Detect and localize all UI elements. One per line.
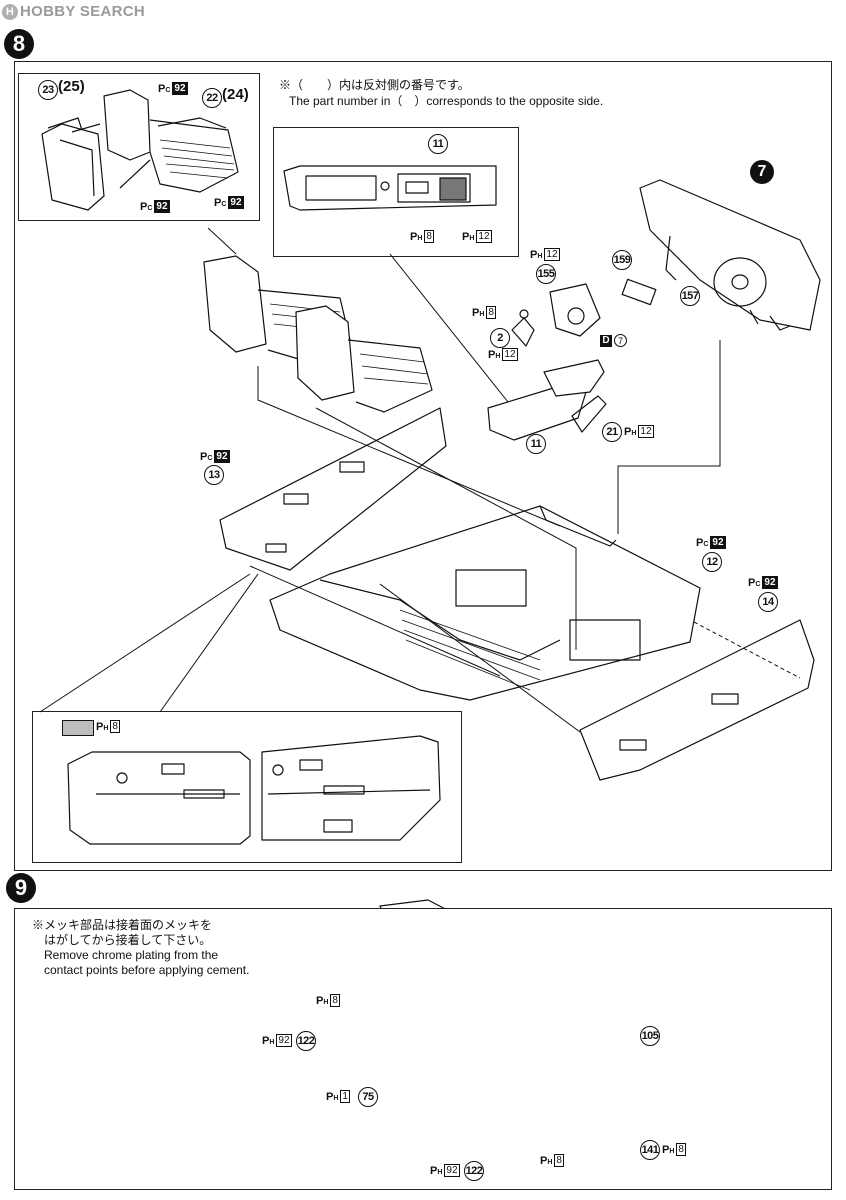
console-assembly-drawing: [487, 283, 607, 441]
step-7-reference-badge: 7: [750, 160, 774, 184]
dashboard-drawing: [621, 179, 821, 331]
chrome-note-jp-2: はがしてから接着して下さい。: [44, 933, 212, 947]
part-23: 23: [38, 80, 58, 100]
seat-inset-drawing: [41, 89, 239, 211]
paint-swatch: [62, 720, 94, 736]
chrome-note-jp-1: ※メッキ部品は接着面のメッキを: [32, 918, 213, 932]
part-12: 12: [702, 552, 722, 572]
part-13: 13: [204, 465, 224, 485]
paint-code-d7: D 7: [600, 334, 627, 347]
part-21: 21: [602, 422, 622, 442]
part-122: 122: [464, 1161, 484, 1181]
step-9-panel: [14, 908, 832, 1190]
part-25-opposite: (25): [58, 78, 85, 95]
opposite-side-note-en: The part number in（ ）corresponds to the …: [289, 94, 604, 108]
step-9-badge: 9: [6, 873, 36, 903]
part-159: 159: [612, 250, 632, 270]
chrome-note-en-1: Remove chrome plating from the: [44, 948, 219, 962]
part-105: 105: [640, 1026, 660, 1046]
d-number: 7: [614, 334, 627, 347]
watermark-text: HOBBY SEARCH: [20, 3, 146, 20]
hobby-search-watermark: H HOBBY SEARCH: [2, 3, 145, 20]
part-75: 75: [358, 1087, 378, 1107]
part-157: 157: [680, 286, 700, 306]
step-8-badge: 8: [4, 29, 34, 59]
part-24-opposite: (24): [222, 86, 249, 103]
part-155: 155: [536, 264, 556, 284]
part-14: 14: [758, 592, 778, 612]
d-badge: D: [600, 334, 612, 347]
side-panels-drawing: [219, 407, 815, 781]
opposite-side-note-jp: ※（ ）内は反対側の番号です。: [279, 78, 470, 92]
part-141: 141: [640, 1140, 660, 1160]
part-2: 2: [490, 328, 510, 348]
watermark-logo-icon: H: [2, 3, 18, 20]
part-11: 11: [526, 434, 546, 454]
part-122: 122: [296, 1031, 316, 1051]
console-inset-drawing: [283, 165, 497, 211]
door-panel-inset-drawing: [67, 735, 441, 845]
part-22: 22: [202, 88, 222, 108]
front-seats-drawing: [203, 255, 433, 413]
chrome-note-en-2: contact points before applying cement.: [44, 963, 250, 977]
part-11: 11: [428, 134, 448, 154]
floor-and-rear-seat-drawing: [269, 505, 701, 701]
